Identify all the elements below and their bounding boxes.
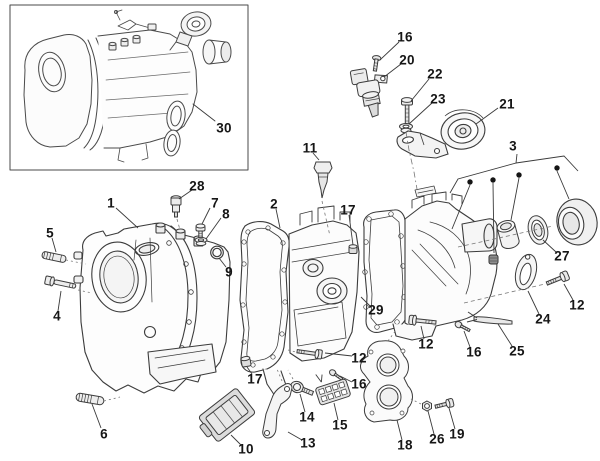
part-nut-26 [422,400,432,412]
part-sensor-20 [349,68,388,118]
part-rear-case [362,185,498,341]
part-stud-6 [75,392,105,406]
part-oring-9 [210,245,224,260]
part-front-case [73,222,231,394]
alignment-lines [65,131,554,405]
part-selector-grid-15 [315,374,351,406]
part-plug-28 [170,195,182,218]
part-gasket-18 [360,340,413,423]
callout-3-dots [467,165,560,185]
part-bushing-large [556,198,598,246]
part-bushing-small [496,219,520,249]
part-pin-25 [466,311,513,325]
part-stud-5 [41,251,67,263]
part-nut-17-lower [240,355,252,368]
part-screw-16-top [372,55,382,72]
part-screw-16-middle [329,369,344,381]
part-seal-27 [527,215,549,245]
part-nut-17-upper [348,244,358,254]
part-lever-13 [262,383,293,439]
part-nut-square [488,254,499,265]
part-bolt-22 [401,97,413,125]
part-bolt-12-right [545,270,570,286]
part-screw-16-right [454,321,471,333]
inset-assembly-overview [9,4,249,171]
part-bolt-4 [44,275,77,289]
part-middle-case [239,205,360,398]
part-washer-8 [194,236,208,246]
part-bolt-7 [195,223,206,240]
part-bolt-12-middle [296,349,323,360]
part-cover-10 [198,388,256,442]
part-gasket-24 [514,253,538,291]
part-bolt-19 [434,398,455,409]
part-bolt-12-center [408,314,437,326]
part-mount-21 [396,109,486,159]
callout-3-bracket [449,153,579,254]
part-sensor-11 [313,161,333,199]
part-bolt-14 [290,380,315,396]
callout-leader-lines [51,41,574,446]
